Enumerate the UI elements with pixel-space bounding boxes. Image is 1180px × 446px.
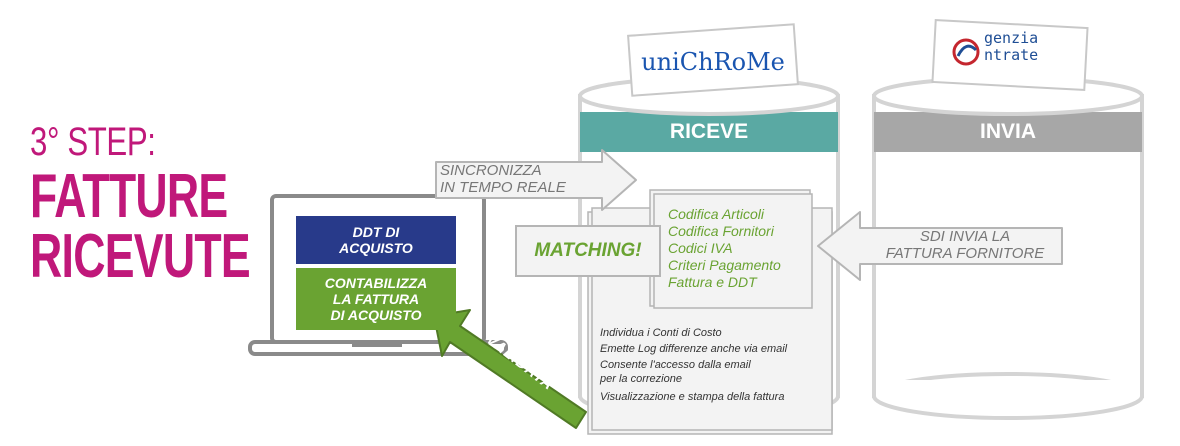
contabilizza-box: CONTABILIZZA LA FATTURA DI ACQUISTO xyxy=(296,268,456,330)
sdi-arrow xyxy=(817,211,1063,281)
matching-item: Codici IVA xyxy=(668,240,733,256)
agenzia-line-1: genzia xyxy=(984,29,1039,47)
feature-item: Consente l'accesso dalla email per la co… xyxy=(600,359,751,385)
feature-item: Emette Log differenze anche via email xyxy=(600,343,788,355)
feature-item: Visualizzazione e stampa della fattura xyxy=(600,391,785,403)
agenzia-card xyxy=(931,19,1089,91)
feature-item: Individua i Conti di Costo xyxy=(600,327,722,339)
title-line-2: RICEVUTE xyxy=(30,222,251,291)
step-label: 3° STEP: xyxy=(30,120,156,164)
agenzia-line-2: ntrate xyxy=(984,46,1039,64)
invia-header: INVIA xyxy=(979,120,1036,143)
ddt-acquisto-box: DDT DI ACQUISTO xyxy=(296,216,456,264)
sdi-label: SDI INVIA LA FATTURA FORNITORE xyxy=(885,228,1045,262)
unichrome-logo: uniChRoMe xyxy=(636,40,790,84)
agenzia-entrate-logo: genzia ntrate xyxy=(948,30,1078,76)
matching-item: Fattura e DDT xyxy=(668,274,757,290)
sincronizza-arrow xyxy=(435,149,637,211)
matching-item: Criteri Pagamento xyxy=(668,257,781,273)
matching-box xyxy=(515,225,661,277)
unichrome-logo-text: uniChRoMe xyxy=(641,48,785,76)
title-line-1: FATTURE xyxy=(30,162,228,231)
matching-label: MATCHING! xyxy=(534,240,642,261)
matching-item: Codifica Articoli xyxy=(668,206,764,222)
unichrome-card xyxy=(627,23,799,97)
invia-cylinder xyxy=(872,76,1144,420)
feature-list: Individua i Conti di Costo Emette Log di… xyxy=(600,326,836,406)
validata-arrow xyxy=(433,309,587,429)
riceve-header: RICEVE xyxy=(669,120,749,143)
matching-list: Codifica Articoli Codifica Fornitori Cod… xyxy=(668,206,838,291)
sincronizza-label: SINCRONIZZA IN TEMPO REALE xyxy=(440,162,566,196)
matching-item: Codifica Fornitori xyxy=(668,223,774,239)
